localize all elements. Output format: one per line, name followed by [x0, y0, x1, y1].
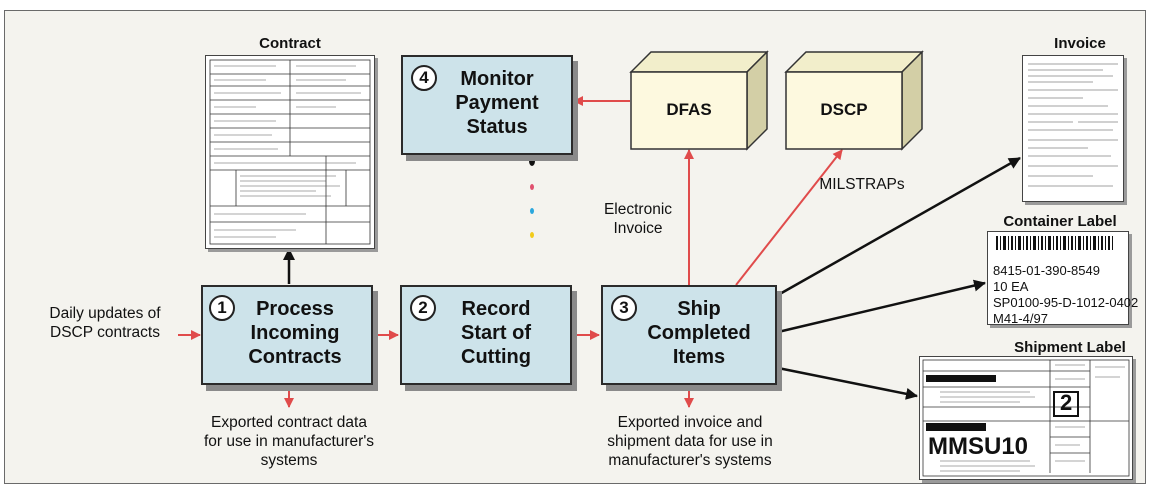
process-4-line1: Monitor	[460, 68, 534, 90]
invoice-title: Invoice	[1054, 35, 1106, 52]
arrow-process3-to-container	[777, 279, 986, 334]
process-3-box: 3 Ship Completed Items	[601, 285, 777, 385]
process-2-box: 2 Record Start of Cutting	[400, 285, 572, 385]
dscp-cube	[784, 50, 924, 151]
step-number-4: 4	[411, 65, 437, 91]
dscp-label: DSCP	[820, 100, 868, 119]
daily-updates-line2: DSCP contracts	[50, 324, 160, 341]
daily-updates-label: Daily updates of DSCP contracts	[30, 304, 180, 342]
step-number-2: 2	[410, 295, 436, 321]
process-3-label: Ship Completed Items	[629, 297, 769, 369]
shipment-label-form	[922, 359, 1130, 477]
arrow-process3-to-shipment	[777, 366, 918, 400]
exported-invoice-line1: Exported invoice and	[617, 414, 763, 431]
exported-contract-label: Exported contract data for use in manufa…	[184, 413, 394, 470]
electronic-invoice-label: Electronic Invoice	[592, 200, 684, 238]
process-1-line3: Contracts	[248, 346, 342, 368]
contract-document-image	[205, 55, 375, 249]
container-label-image: 8415-01-390-8549 10 EA SP0100-95-D-1012-…	[987, 231, 1138, 326]
daily-updates-line1: Daily updates of	[49, 305, 161, 322]
process-1-label: Process Incoming Contracts	[225, 297, 365, 369]
shipment-digit: 2	[1060, 390, 1073, 415]
container-barcode	[996, 236, 1113, 250]
dfas-label: DFAS	[666, 100, 712, 119]
step-number-1: 1	[209, 295, 235, 321]
process-2-line1: Record	[461, 298, 531, 320]
process-3-line1: Ship	[677, 298, 721, 320]
electronic-invoice-line2: Invoice	[613, 220, 663, 237]
container-nsn: 8415-01-390-8549	[993, 263, 1100, 278]
process-4-line3: Status	[466, 116, 528, 138]
process-3-line2: Completed	[647, 322, 751, 344]
process-4-label: Monitor Payment Status	[431, 67, 563, 139]
process-1-line1: Process	[256, 298, 334, 320]
process-2-label: Record Start of Cutting	[430, 297, 562, 369]
process-2-line2: Start of	[461, 322, 531, 344]
container-lot: M41-4/97	[993, 311, 1048, 326]
container-label-title: Container Label	[1003, 213, 1117, 230]
step-number-3: 3	[611, 295, 637, 321]
print-registration-marks	[529, 156, 535, 238]
shipment-label-image: MMSU10 2	[919, 356, 1133, 480]
exported-contract-line3: systems	[260, 452, 318, 469]
process-2-line3: Cutting	[461, 346, 531, 368]
exported-invoice-line3: manufacturer's systems	[608, 452, 772, 469]
process-1-line2: Incoming	[250, 322, 340, 344]
exported-contract-line1: Exported contract data	[211, 414, 367, 431]
contract-title: Contract	[259, 35, 321, 52]
contract-form-lines	[209, 59, 371, 245]
milstraps-label: MILSTRAPs	[819, 176, 905, 193]
shipment-label-title: Shipment Label	[1014, 339, 1126, 356]
electronic-invoice-line1: Electronic	[603, 201, 673, 218]
arrow-process3-to-invoice	[777, 156, 1021, 297]
process-4-line2: Payment	[455, 92, 539, 114]
arrow-process3-to-dscp	[735, 149, 843, 286]
exported-invoice-line2: shipment data for use in	[607, 433, 773, 450]
exported-invoice-label: Exported invoice and shipment data for u…	[580, 413, 800, 470]
dfas-cube	[629, 50, 769, 151]
container-label-text: 8415-01-390-8549 10 EA SP0100-95-D-1012-…	[993, 263, 1138, 327]
invoice-form-lines	[1028, 63, 1118, 187]
exported-contract-line2: for use in manufacturer's	[203, 433, 375, 450]
process-1-box: 1 Process Incoming Contracts	[201, 285, 373, 385]
invoice-document-image	[1022, 55, 1124, 202]
container-contract-number: SP0100-95-D-1012-0402	[993, 295, 1139, 310]
shipment-code: MMSU10	[928, 433, 1029, 460]
process-4-box: 4 Monitor Payment Status	[401, 55, 573, 155]
process-3-line3: Items	[672, 346, 726, 368]
container-quantity: 10 EA	[993, 279, 1029, 294]
